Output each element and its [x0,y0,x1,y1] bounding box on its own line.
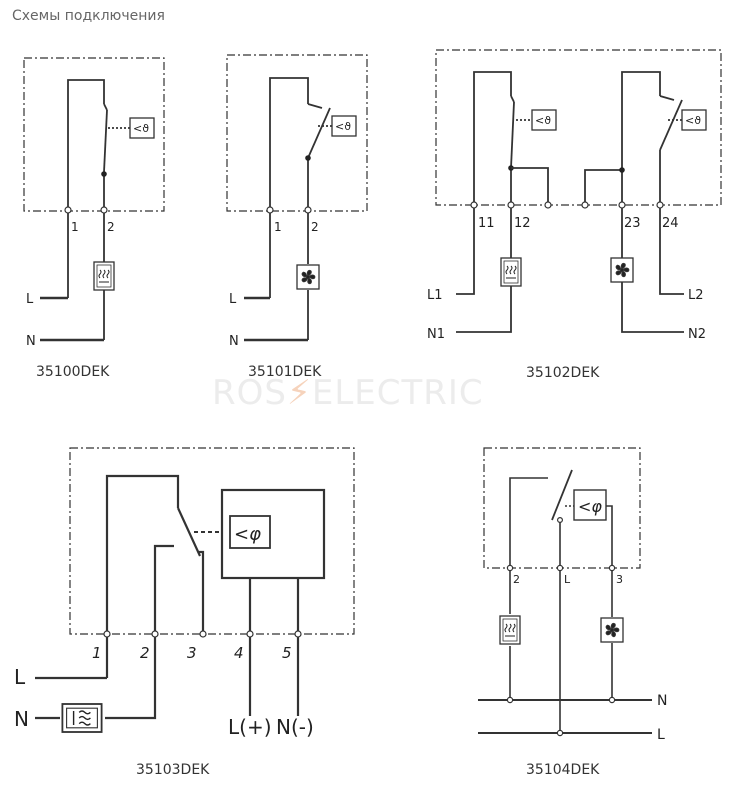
switch-blade [551,469,573,521]
model-caption-35101dek: 35101DEK [248,364,322,380]
svg-text:N2: N2 [688,327,706,342]
svg-text:N1: N1 [427,327,445,342]
svg-text:L: L [14,665,26,689]
svg-text:2: 2 [140,644,150,662]
enclosure-box [226,54,368,212]
wire [67,79,105,210]
svg-text:3: 3 [187,644,197,662]
svg-text:L1: L1 [427,288,443,303]
svg-text:N: N [229,334,239,349]
svg-text:N(-): N(-) [276,715,314,739]
svg-text:L(+): L(+) [228,715,272,739]
svg-text:4: 4 [234,644,244,662]
enclosure-box [483,447,641,569]
svg-text:12: 12 [514,216,531,231]
switch-blade [103,109,108,173]
humidity-sensor-box [573,489,607,521]
svg-text:L2: L2 [688,288,704,303]
model-caption-35100dek: 35100DEK [36,364,110,380]
svg-text:1: 1 [92,644,102,662]
svg-text:3: 3 [616,573,623,586]
svg-text:N: N [657,693,667,709]
svg-text:<φ: <φ [234,524,261,545]
diagram-35102dek: <ϑ <ϑ 11 12 23 24 L1 N1 L2 N2 [427,49,722,342]
svg-text:<ϑ: <ϑ [335,120,351,133]
svg-text:N: N [26,334,36,349]
enclosure-box [69,447,355,635]
switch-blade [307,107,331,159]
model-caption-35102dek: 35102DEK [526,365,600,381]
temperature-symbol: <ϑ [133,122,149,135]
enclosure-box [23,57,165,212]
svg-text:1: 1 [274,220,282,234]
svg-text:5: 5 [282,644,292,662]
svg-text:L: L [26,292,34,307]
svg-text:<ϑ: <ϑ [535,114,551,127]
thermostat-sensor-box [531,109,557,131]
diagram-35104dek: <φ 2 L 3 N L [478,447,667,743]
svg-text:L: L [657,727,665,743]
model-caption-35104dek: 35104DEK [526,762,600,778]
svg-text:<ϑ: <ϑ [685,114,701,127]
humidity-sensor-box [229,515,271,549]
svg-text:2: 2 [513,573,520,586]
switch-blade [177,507,201,557]
thermostat-sensor-box [681,109,707,131]
svg-text:<φ: <φ [578,497,602,516]
svg-text:L: L [229,292,237,307]
watermark: ROS⚡ELECTRIC [212,373,484,413]
svg-text:L: L [564,573,571,586]
thermostat-sensor-box [129,117,155,139]
switch-blade [659,99,683,151]
switch-blade [510,101,515,169]
enclosure-box [435,49,722,206]
svg-text:11: 11 [478,216,495,231]
svg-text:2: 2 [311,220,319,234]
svg-text:24: 24 [662,216,679,231]
diagram-35101dek: <ϑ 1 2 L N [226,54,368,349]
diagram-35100dek: <ϑ 1 2 L N [23,57,165,349]
thermostat-sensor-box [331,115,357,137]
svg-text:23: 23 [624,216,641,231]
model-caption-35103dek: 35103DEK [136,762,210,778]
svg-text:2: 2 [107,220,115,234]
svg-text:N: N [14,707,29,731]
svg-text:1: 1 [71,220,79,234]
page-title: Схемы подключения [12,8,165,24]
diagram-35103dek: <φ 1 2 3 4 5 L N L(+) N(-) [14,447,355,739]
